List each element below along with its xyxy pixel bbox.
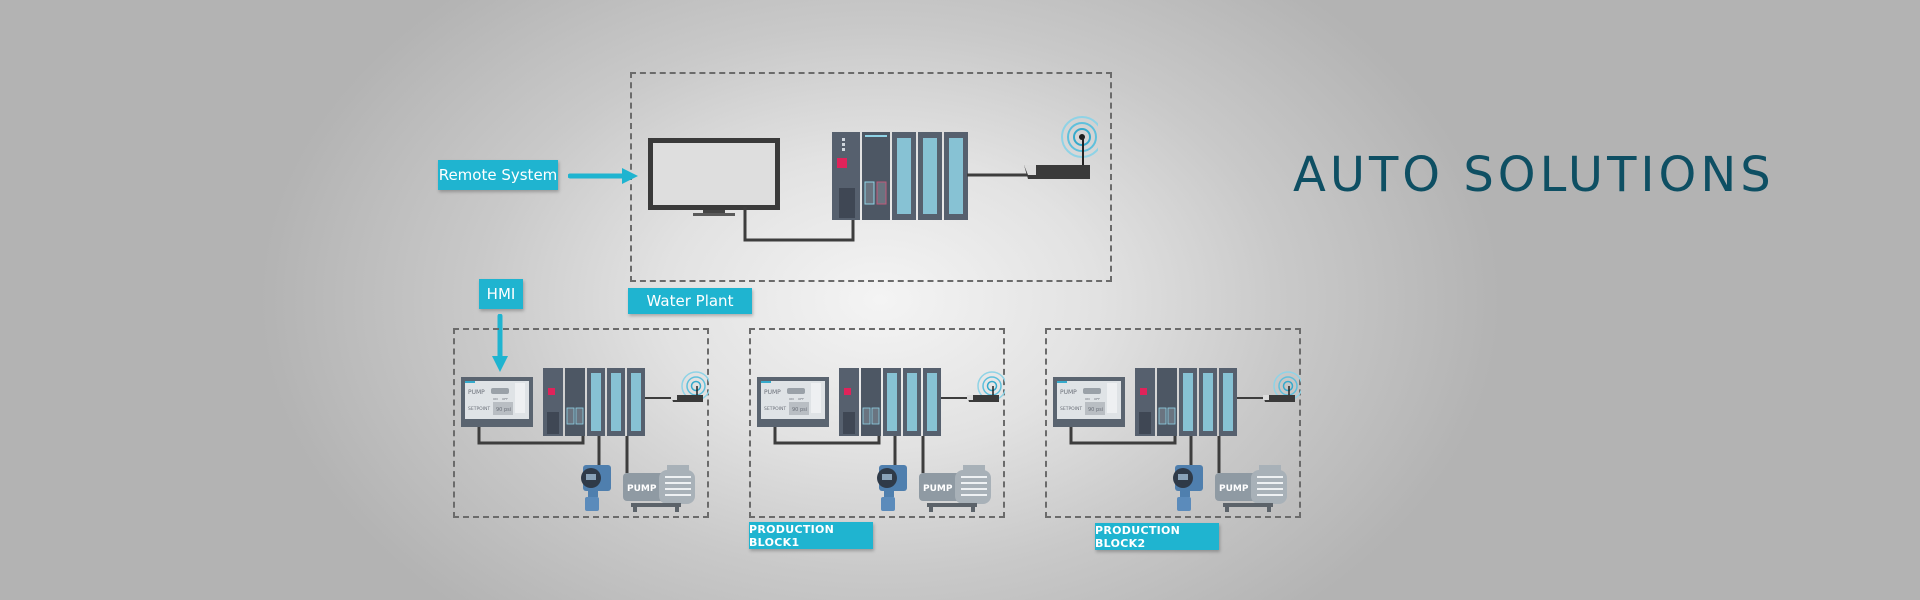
production-block2-label: PRODUCTION BLOCK2	[1095, 523, 1219, 550]
cable-line	[743, 207, 855, 242]
plc-rack-icon	[839, 368, 941, 436]
hmi-panel-icon: PUMP ON OFF SETPOINT 90 psi	[1053, 377, 1125, 427]
hmi-pump-label: PUMP	[468, 389, 485, 396]
plc-rack-icon	[543, 368, 645, 436]
hmi-block-box	[453, 328, 709, 518]
pump-motor-icon: PUMP	[623, 465, 695, 512]
hmi-setpoint-label: SETPOINT	[764, 406, 786, 412]
hmi-pump-label: PUMP	[764, 389, 781, 396]
pressure-transmitter-icon	[1173, 465, 1203, 511]
hmi-on-label: ON	[493, 397, 498, 401]
hmi-setpoint-value: 90 psi	[792, 407, 807, 413]
brand-title: AUTO SOLUTIONS	[1293, 147, 1775, 203]
arrow-down-icon	[492, 314, 508, 372]
pressure-transmitter-icon	[581, 465, 611, 511]
hmi-setpoint-value: 90 psi	[1088, 407, 1103, 413]
hmi-on-label: ON	[789, 397, 794, 401]
block-equipment-2: PUMP ON OFF SETPOINT 90 psi	[1053, 368, 1301, 512]
production-block2-box	[1045, 328, 1301, 518]
wireless-router-icon	[967, 371, 1005, 402]
monitor-icon	[648, 138, 780, 216]
plc-rack-icon	[832, 132, 968, 220]
production-block1-box	[749, 328, 1005, 518]
pump-motor-icon: PUMP	[919, 465, 991, 512]
hmi-label: HMI	[479, 279, 523, 309]
hmi-off-label: OFF	[1094, 397, 1100, 401]
block-equipment-0: PUMP ON OFF SETPOINT 90 psi	[461, 368, 709, 512]
pump-label: PUMP	[1219, 484, 1249, 494]
plc-rack-icon	[1135, 368, 1237, 436]
hmi-panel-icon: PUMP ON OFF SETPOINT 90 psi	[461, 377, 533, 427]
hmi-off-label: OFF	[502, 397, 508, 401]
wireless-router-icon	[671, 371, 709, 402]
pump-motor-icon: PUMP	[1215, 465, 1287, 512]
cable-line	[967, 173, 1035, 177]
hmi-on-label: ON	[1085, 397, 1090, 401]
hmi-panel-icon: PUMP ON OFF SETPOINT 90 psi	[757, 377, 829, 427]
wireless-router-icon	[1263, 371, 1301, 402]
hmi-pump-label: PUMP	[1060, 389, 1077, 396]
hmi-off-label: OFF	[798, 397, 804, 401]
production-block1-label: PRODUCTION BLOCK1	[749, 522, 873, 549]
hmi-setpoint-value: 90 psi	[496, 407, 511, 413]
arrow-right-icon	[568, 168, 638, 184]
remote-system-label: Remote System	[438, 160, 558, 190]
water-plant-label: Water Plant	[628, 288, 752, 314]
block-equipment-1: PUMP ON OFF SETPOINT 90 psi	[757, 368, 1005, 512]
pump-label: PUMP	[923, 484, 953, 494]
pump-label: PUMP	[627, 484, 657, 494]
wireless-router-icon	[1024, 116, 1098, 179]
hmi-setpoint-label: SETPOINT	[468, 406, 490, 412]
hmi-setpoint-label: SETPOINT	[1060, 406, 1082, 412]
pressure-transmitter-icon	[877, 465, 907, 511]
